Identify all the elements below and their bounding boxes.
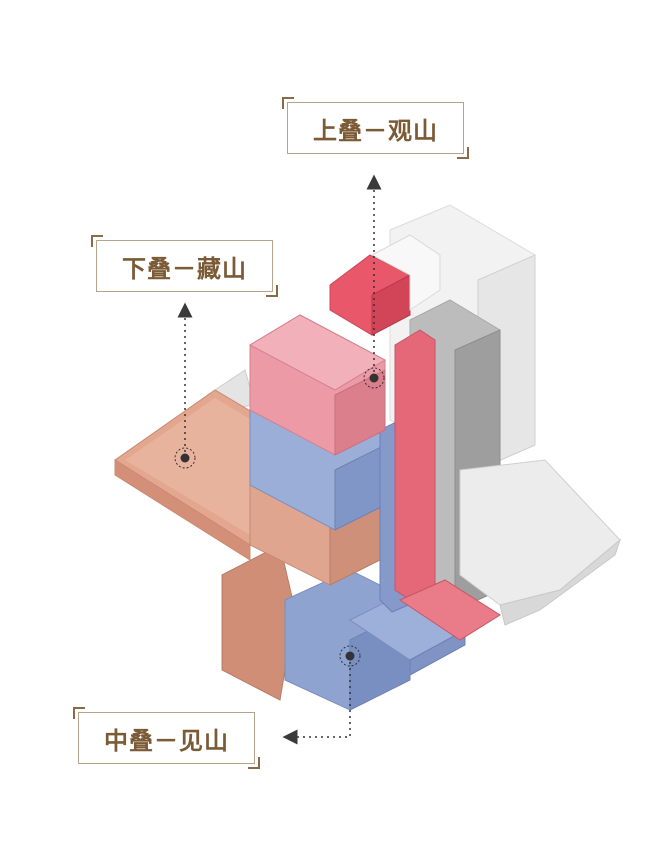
leader-left	[174, 302, 196, 469]
label-bottom-text: 中叠－见山	[104, 725, 229, 755]
label-left: 下叠－藏山	[91, 235, 278, 297]
leader-top	[363, 174, 385, 389]
leader-bottom	[282, 645, 361, 745]
label-top: 上叠－观山	[282, 97, 469, 159]
label-bottom: 中叠－见山	[73, 707, 260, 769]
stacked-column	[221, 234, 501, 711]
label-top-text: 上叠－观山	[313, 115, 438, 145]
label-left-text: 下叠－藏山	[122, 253, 247, 283]
